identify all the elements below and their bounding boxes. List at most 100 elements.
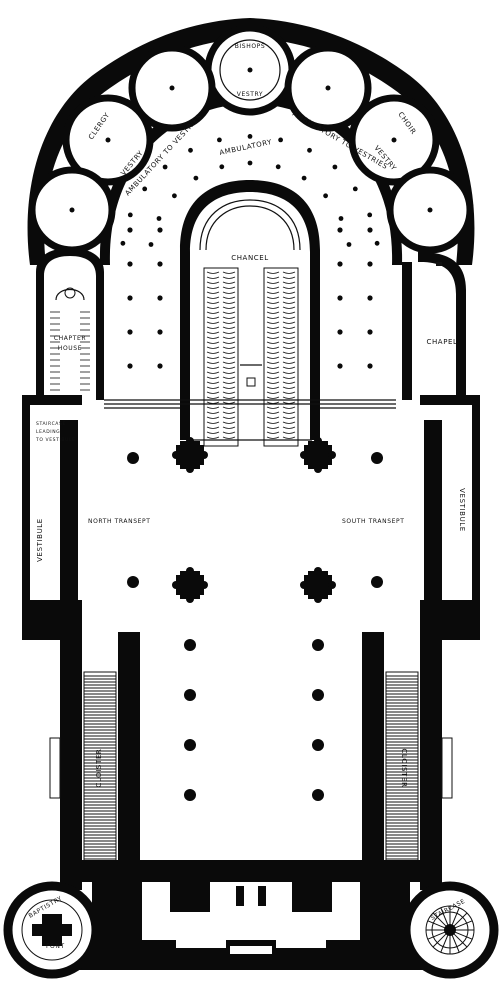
stair-step xyxy=(432,933,447,948)
choir-stall xyxy=(206,416,220,419)
choir-stall xyxy=(206,411,220,414)
nave-column xyxy=(184,689,196,701)
ambulatory-columns xyxy=(120,134,380,369)
ambulatory-column xyxy=(127,363,133,369)
ambulatory-column xyxy=(162,164,168,170)
choir-stall xyxy=(282,316,296,319)
choir-stall xyxy=(222,281,236,284)
choir-stall xyxy=(282,366,296,369)
choir-stall xyxy=(206,296,220,299)
stair-step xyxy=(440,935,449,953)
choir-stall xyxy=(222,426,236,429)
choir-stall xyxy=(222,271,236,274)
choir-stall xyxy=(206,286,220,289)
choir-stall xyxy=(266,346,280,349)
crossing-piers xyxy=(172,437,336,603)
stair-step xyxy=(451,907,460,925)
stair-step xyxy=(427,920,445,929)
ambulatory-column xyxy=(172,193,177,199)
choir-stall xyxy=(282,271,296,274)
chancel xyxy=(180,180,320,447)
choir-stall xyxy=(266,426,280,429)
choir-stall xyxy=(282,351,296,354)
ambulatory-column xyxy=(278,137,283,143)
choir-stall xyxy=(222,341,236,344)
choir-stall xyxy=(206,336,220,339)
choir-stall xyxy=(266,361,280,364)
choir-stall xyxy=(266,271,280,274)
choir-stall xyxy=(282,376,296,379)
ambulatory-column xyxy=(367,212,373,218)
choir-stall xyxy=(206,346,220,349)
ambulatory-column xyxy=(157,363,163,369)
choir-stall xyxy=(266,401,280,404)
choir-stall xyxy=(206,421,220,424)
ambulatory-column xyxy=(127,227,133,233)
choir-stall xyxy=(282,301,296,304)
choir-stall xyxy=(266,351,280,354)
nave-columns xyxy=(184,639,324,801)
label-vestibule-left: VESTIBULE xyxy=(36,518,44,562)
choir-stall xyxy=(222,276,236,279)
choir-stall xyxy=(222,321,236,324)
choir-stall xyxy=(266,411,280,414)
ambulatory-column xyxy=(142,186,148,192)
choir-stall xyxy=(206,406,220,409)
transept-column xyxy=(371,576,383,588)
nave-walls xyxy=(22,600,480,890)
choir-stall xyxy=(266,281,280,284)
choir-stall xyxy=(282,276,296,279)
choir-stall xyxy=(266,341,280,344)
choir-stall xyxy=(222,381,236,384)
ambulatory-column xyxy=(148,242,154,247)
choir-stall xyxy=(266,416,280,419)
label-font: FONT xyxy=(46,943,65,950)
ambulatory-column xyxy=(157,227,163,233)
label-chapter-house-2: HOUSE xyxy=(58,345,82,352)
label-chancel: CHANCEL xyxy=(231,254,269,262)
ambulatory-column xyxy=(367,295,373,301)
choir-stall xyxy=(206,391,220,394)
choir-stall xyxy=(266,331,280,334)
choir-stall xyxy=(206,401,220,404)
choir-stall xyxy=(282,411,296,414)
choir-stall xyxy=(282,381,296,384)
ambulatory-column xyxy=(157,329,163,335)
ambulatory-column xyxy=(337,295,343,301)
ambulatory-column xyxy=(337,261,343,267)
choir-stall xyxy=(206,326,220,329)
ambulatory-column xyxy=(120,240,126,246)
transept-column xyxy=(127,452,139,464)
choir-stall xyxy=(282,416,296,419)
choir-stall xyxy=(266,276,280,279)
choir-stall xyxy=(282,371,296,374)
label-vestibule-right: VESTIBULE xyxy=(458,488,466,532)
choir-stall xyxy=(266,336,280,339)
ambulatory-column xyxy=(338,216,344,221)
choir-stall xyxy=(222,331,236,334)
choir-stall xyxy=(266,286,280,289)
choir-stall xyxy=(206,341,220,344)
choir-stall xyxy=(266,296,280,299)
ambulatory-column xyxy=(127,212,133,218)
choir-stall xyxy=(282,356,296,359)
choir-stall xyxy=(266,421,280,424)
ambulatory-column xyxy=(346,242,352,247)
ambulatory-column xyxy=(127,295,133,301)
west-front xyxy=(60,860,442,970)
choir-stall xyxy=(222,371,236,374)
ambulatory-column xyxy=(337,227,343,233)
choir-stall xyxy=(206,351,220,354)
ambulatory-column xyxy=(374,240,380,246)
choir-stall xyxy=(222,431,236,434)
choir-stall xyxy=(266,291,280,294)
choir-stall xyxy=(206,316,220,319)
ambulatory-column xyxy=(367,261,373,267)
choir-stall xyxy=(266,301,280,304)
choir-stall xyxy=(282,331,296,334)
nave-column xyxy=(312,739,324,751)
ambulatory-column xyxy=(127,261,133,267)
choir-stall xyxy=(206,396,220,399)
ambulatory-column xyxy=(337,363,343,369)
